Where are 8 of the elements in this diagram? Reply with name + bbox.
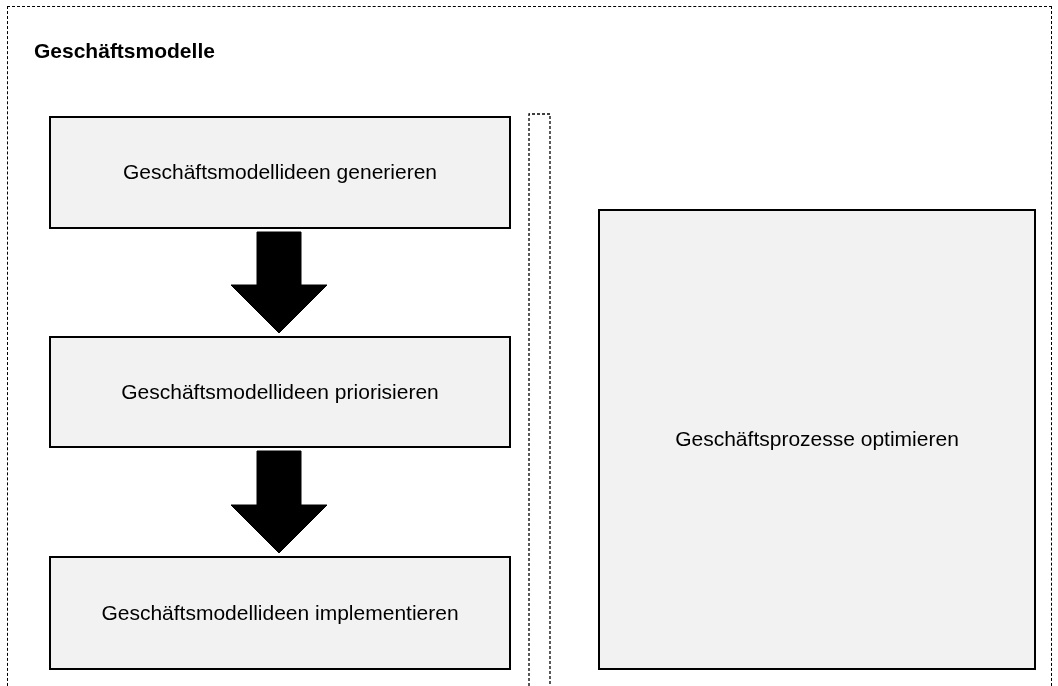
group-frame (7, 6, 1052, 686)
group-title: Geschäftsmodelle (34, 39, 215, 63)
arrow (230, 231, 328, 334)
process-box: Geschäftsprozesse optimieren (598, 209, 1036, 670)
process-box: Geschäftsmodellideen implementieren (49, 556, 511, 670)
process-box: Geschäftsmodellideen priorisieren (49, 336, 511, 448)
process-box: Geschäftsmodellideen generieren (49, 116, 511, 229)
arrow (230, 450, 328, 554)
